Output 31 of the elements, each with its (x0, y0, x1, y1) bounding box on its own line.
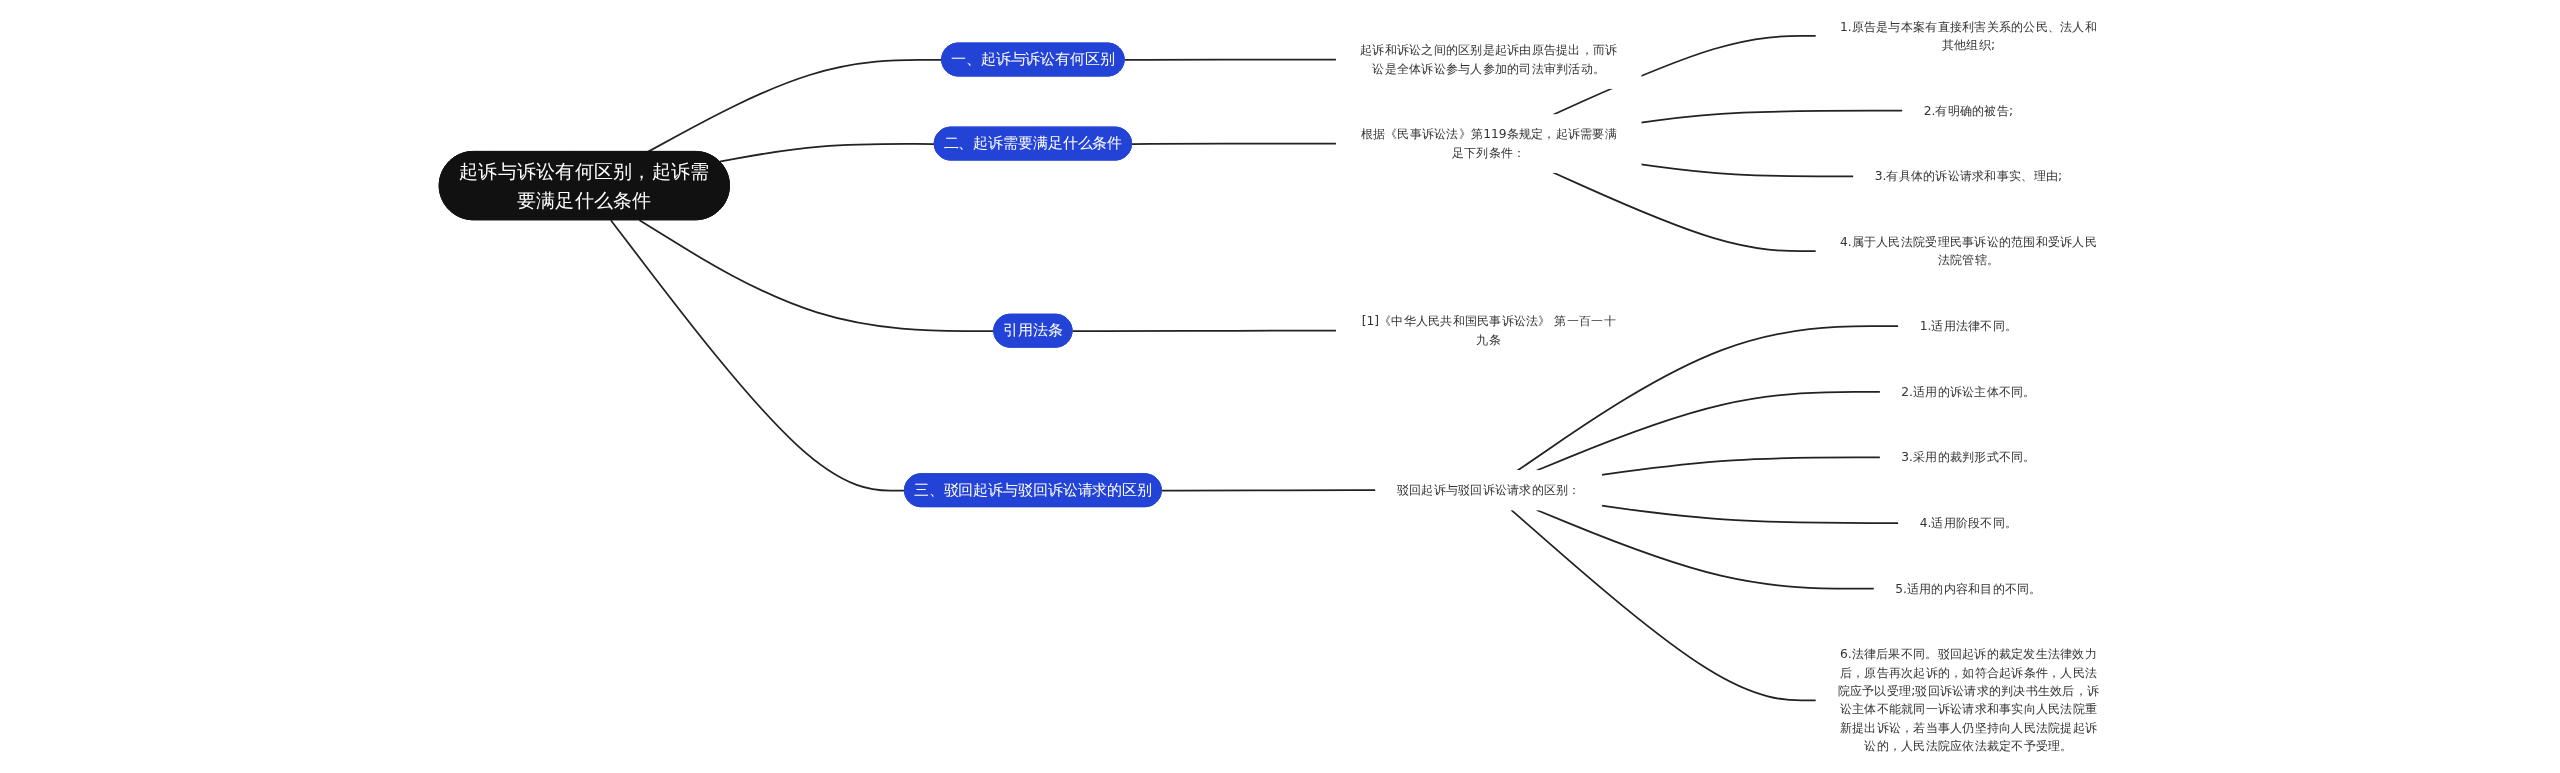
connector (646, 59, 943, 153)
connector (1600, 504, 1900, 524)
node-text: 2.有明确的被告; (1923, 103, 2014, 118)
node-text: 6.法律后果不同。驳回起诉的裁定发生法律效力后，原告再次起诉的，如符合起诉条件，人民法院应予以受理;驳回诉讼请求的判决书生效后，诉讼主体不能就同一诉讼请求和事实向人民法院重新提出诉讼，若当事人仍坚持向人民法院提起诉讼的，人民法院应依法裁定不予受理。 (1837, 646, 2100, 753)
node-text: 3.采用的裁判形式不同。 (1901, 449, 2036, 464)
node-text: 驳回起诉与驳回诉讼请求的区别： (1396, 482, 1581, 497)
connector (1160, 489, 1377, 492)
connector (1600, 456, 1882, 476)
node-text: 4.适用阶段不同。 (1919, 515, 2018, 530)
connector (1510, 509, 1817, 702)
node-text: 5.适用的内容和目的不同。 (1895, 581, 2042, 596)
connector (1071, 329, 1338, 332)
node-text: 起诉和诉讼之间的区别是起诉由原告提出，而诉讼是全体诉讼参与人参加的司法审判活动。 (1360, 42, 1618, 76)
node-text: 根据《民事诉讼法》第119条规定，起诉需要满足下列条件： (1360, 126, 1617, 160)
connector (718, 143, 936, 163)
connector (1640, 163, 1855, 178)
connector (1640, 109, 1904, 124)
node-text: 1.原告是与本案有直接利害关系的公民、法人和其他组织; (1840, 19, 2097, 52)
connector (1535, 390, 1882, 472)
connector (609, 219, 906, 492)
connector (1535, 509, 1876, 590)
connector (1552, 35, 1817, 116)
node-text: 1.适用法律不同。 (1919, 318, 2018, 333)
connector (1516, 325, 1900, 472)
connector (1131, 142, 1338, 145)
connector (1552, 171, 1817, 253)
connector (1123, 58, 1338, 61)
node-text: 3.有具体的诉讼请求和事实、理由; (1874, 168, 2063, 183)
node-text: 4.属于人民法院受理民事诉讼的范围和受诉人民法院管辖。 (1840, 234, 2097, 267)
node-text: [1]《中华人民共和国民事诉讼法》 第一百一十九条 (1361, 314, 1616, 347)
node-text: 2.适用的诉讼主体不同。 (1901, 384, 2036, 399)
